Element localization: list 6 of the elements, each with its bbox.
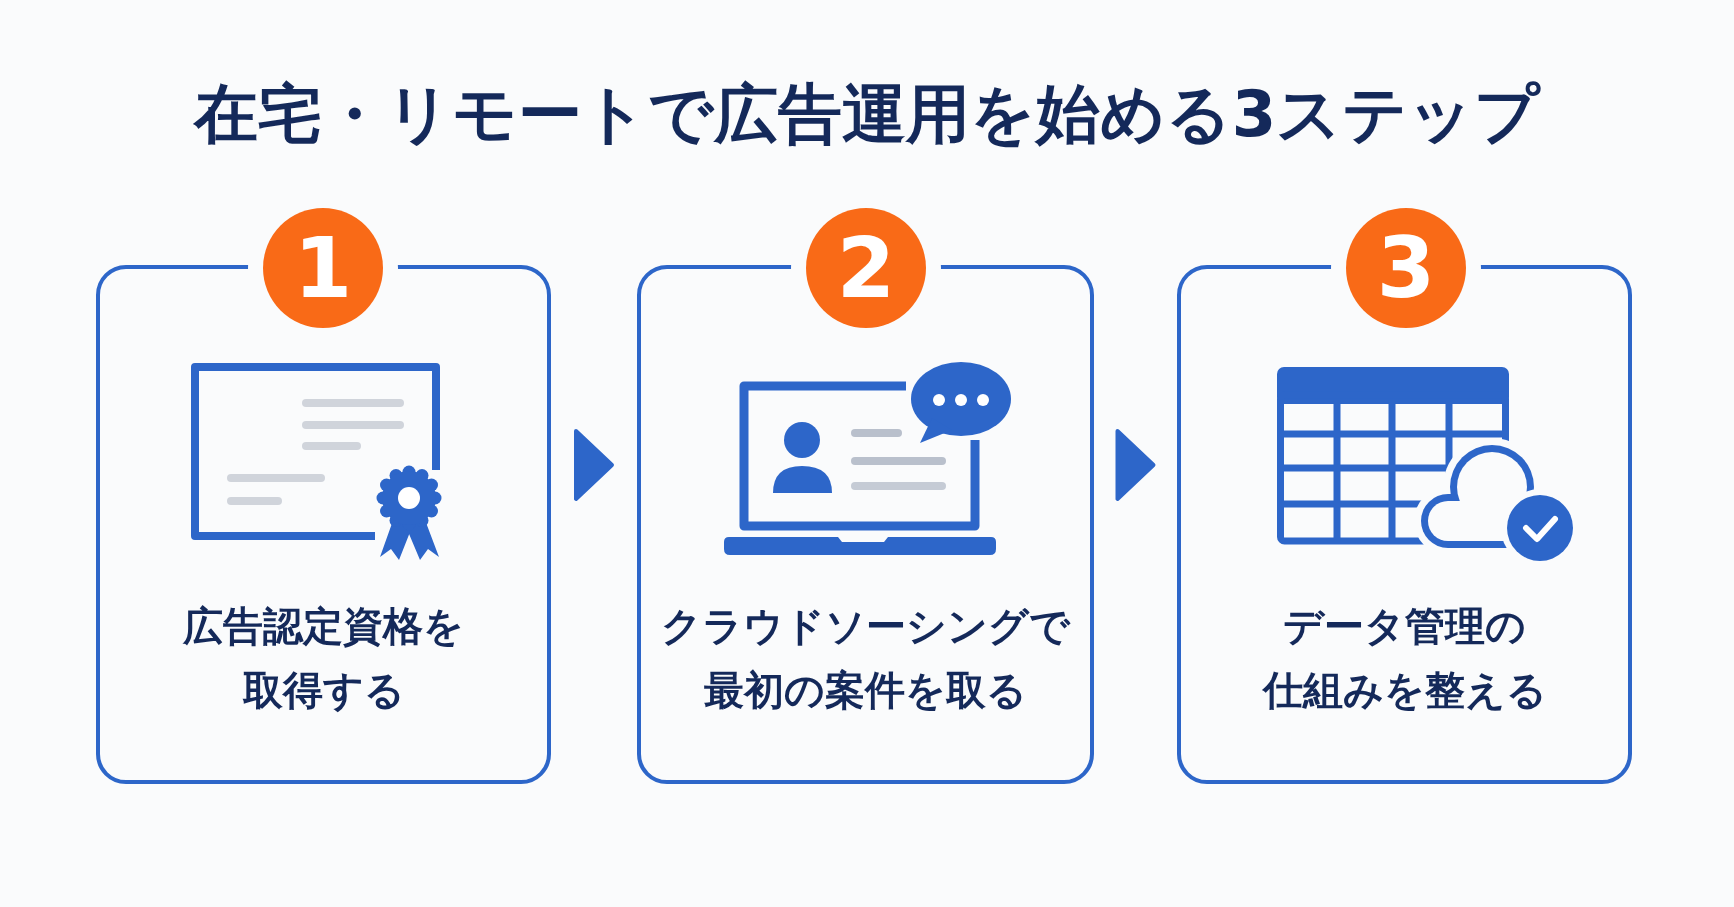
step-label: クラウドソーシングで最初の案件を取る	[660, 602, 1072, 715]
arrow	[574, 429, 614, 501]
step-label: データ管理の仕組みを整える	[1261, 602, 1548, 715]
title: 在宅・リモートで広告運用を始める3ステップ	[193, 76, 1541, 153]
step-label: 広告認定資格を取得する	[182, 602, 465, 715]
arrow	[1115, 429, 1156, 501]
